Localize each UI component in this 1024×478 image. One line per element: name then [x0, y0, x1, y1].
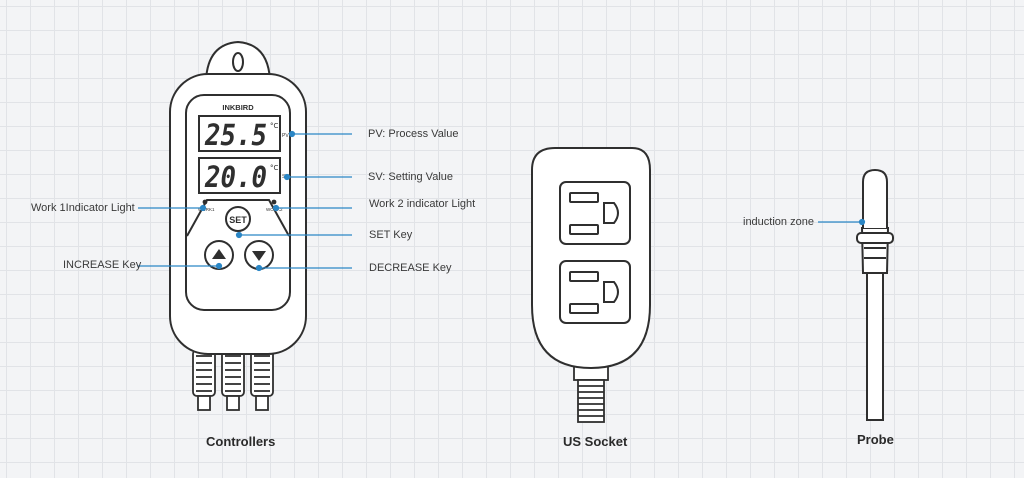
callout-work1: Work 1Indicator Light: [31, 202, 135, 214]
hanger-tab: [205, 40, 271, 81]
up-arrow-icon: [212, 249, 226, 259]
probe: [856, 168, 894, 421]
sv-readout: 20.0: [204, 160, 267, 194]
controller-face: [185, 94, 291, 311]
callout-decrease: DECREASE Key: [369, 262, 452, 274]
brand-logo: INKBIRD: [222, 103, 254, 112]
outlet-lower: [559, 260, 631, 324]
callout-induction: induction zone: [743, 216, 814, 228]
hanger-hole: [232, 52, 244, 72]
controller-device: [169, 40, 307, 411]
leader-lines: [138, 130, 866, 272]
work2-light: [271, 199, 277, 205]
outlet-upper: [559, 181, 631, 245]
down-arrow-icon: [252, 251, 266, 261]
work1-tag: WORK1: [198, 207, 215, 212]
us-socket: [531, 147, 651, 423]
keypad-panel: [186, 199, 290, 237]
callout-sv: SV: Setting Value: [368, 171, 453, 183]
caption-probe: Probe: [857, 432, 894, 447]
probe-cable: [866, 259, 884, 421]
caption-controllers: Controllers: [206, 434, 276, 449]
sv-display-frame: [198, 157, 281, 194]
work1-light: [202, 199, 208, 205]
caption-socket: US Socket: [563, 434, 628, 449]
pv-readout: 25.5: [204, 118, 267, 152]
callout-pv: PV: Process Value: [368, 128, 459, 140]
set-key-label: SET: [229, 215, 247, 225]
probe-collar: [856, 232, 894, 244]
pv-display-frame: [198, 115, 281, 152]
callout-increase: INCREASE Key: [63, 259, 142, 271]
socket-housing: [531, 147, 651, 370]
callout-work2: Work 2 indicator Light: [369, 198, 476, 210]
socket-cord: [573, 365, 609, 423]
sv-unit: °C: [270, 164, 279, 172]
pv-unit: °C: [270, 122, 279, 130]
pv-tag: PV: [282, 133, 289, 139]
cables: [192, 349, 274, 411]
set-key: [225, 206, 251, 232]
indicator-lights: [202, 199, 277, 205]
callout-set: SET Key: [369, 229, 413, 241]
controller-housing: [169, 73, 307, 355]
key-arrows: [212, 249, 266, 261]
probe-tip: [862, 168, 888, 228]
